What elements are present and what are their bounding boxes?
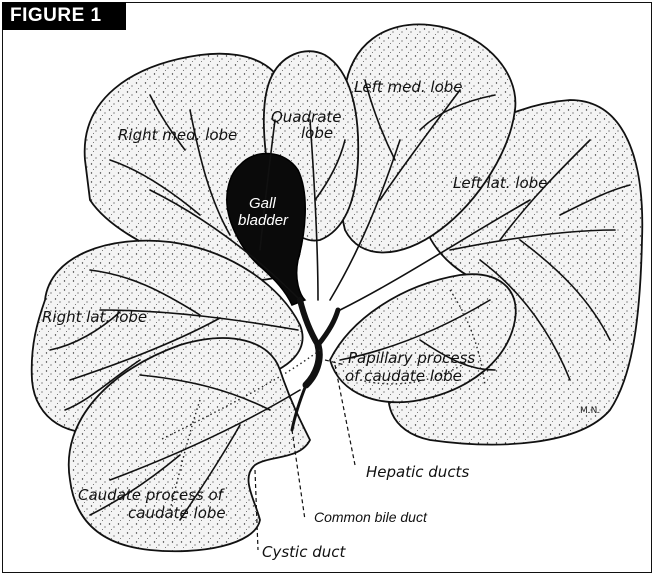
figure-label: FIGURE 1 [2, 2, 126, 30]
label-common-bile-duct: Common bile duct [314, 509, 428, 525]
artist-signature: M.N. [580, 406, 600, 416]
label-quadrate-2: lobe [301, 124, 333, 142]
label-left-med-lobe: Left med. lobe [354, 78, 463, 96]
label-hepatic-ducts: Hepatic ducts [366, 463, 469, 481]
label-caudate-1: Caudate process of [78, 486, 226, 504]
label-caudate-2: caudate lobe [128, 504, 226, 522]
label-gall-1: Gall [249, 195, 276, 212]
label-papillary-2: of caudate lobe [345, 367, 462, 385]
label-papillary-1: Papillary process [348, 349, 475, 367]
label-gall-2: bladder [238, 212, 289, 229]
label-left-lat-lobe: Left lat. lobe [453, 174, 547, 192]
label-right-lat-lobe: Right lat. lobe [42, 308, 147, 326]
label-right-med-lobe: Right med. lobe [118, 126, 237, 144]
label-cystic-duct: Cystic duct [262, 543, 347, 561]
